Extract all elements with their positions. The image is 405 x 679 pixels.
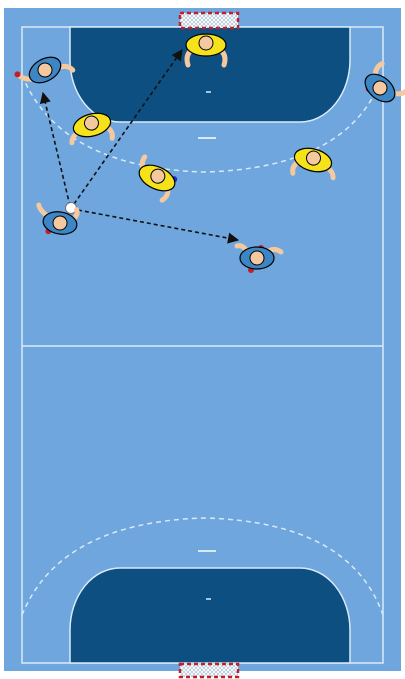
goal-area-bottom [70, 568, 350, 663]
goal-bottom [180, 664, 238, 677]
goal-top [180, 13, 238, 28]
